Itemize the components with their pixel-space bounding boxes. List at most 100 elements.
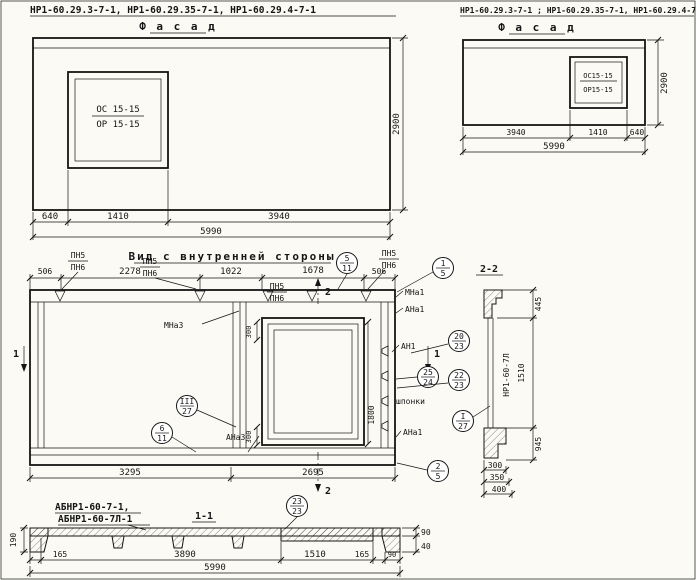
label-mna1: МНа1 (405, 288, 424, 297)
dimension-lines (33, 38, 404, 238)
s11-rib-2 (171, 535, 185, 549)
callout-den: 27 (182, 407, 192, 416)
dim-3940-r: 3940 (506, 128, 525, 137)
s11-dim-3890: 3890 (174, 550, 196, 560)
s22-dim-300: 300 (488, 461, 503, 470)
callout-2-5: 2 5 (396, 460, 449, 482)
window-mark-os-r: ОС15-15 (583, 72, 613, 80)
s11-rib-3 (231, 535, 245, 549)
callout-num: 25 (423, 368, 433, 377)
pn6-label: ПН6 (143, 269, 158, 278)
callout-1-5: 1 5 (396, 257, 454, 293)
label-ana3: АНа3 (226, 433, 245, 442)
inner-window-frame-1 (267, 323, 359, 440)
lifting-loop-marks (54, 290, 372, 302)
window-mark-os: ОС 15-15 (96, 105, 139, 115)
callout-num: III (180, 397, 195, 406)
pn-callout-3: ПН5 ПН6 (267, 282, 287, 303)
window-mark-or: ОР 15-15 (96, 120, 139, 130)
callout-6-11: 6 11 (151, 422, 197, 453)
ana1-leader (395, 307, 404, 314)
s11-dim-total: 5990 (204, 563, 226, 573)
dimension-ticks-r (459, 36, 662, 156)
callout-den: 5 (436, 472, 441, 481)
callout-den: 23 (454, 342, 464, 351)
inner-window-frame-2 (273, 329, 353, 434)
inner-panel (29, 289, 396, 466)
facade-right-title: Ф а с а д (498, 21, 576, 34)
cut-1-label: 1 (434, 349, 440, 360)
dim-total-5990-r: 5990 (543, 142, 565, 152)
pn5-label: ПН5 (382, 249, 397, 258)
pn-callout-2: ПН5 ПН6 (140, 257, 197, 290)
callout-num: 20 (454, 332, 464, 341)
callout-25-24: 25 24 (395, 366, 439, 388)
extension-lines-r (462, 39, 664, 155)
dim-445: 445 (534, 297, 543, 312)
s22-dim-ticks (529, 286, 537, 464)
s11-dim-165-r: 165 (355, 550, 370, 559)
s11-dim-1510: 1510 (304, 550, 326, 560)
dim-1410-r: 1410 (588, 128, 607, 137)
extension-lines (32, 37, 408, 240)
facade-right: НР1-60.29.3-7-1 ; НР1-60.29.35-7-1, НР1-… (459, 6, 696, 156)
dim-300-bottom: 300 (245, 431, 253, 444)
label-ana1-2: АНа1 (403, 428, 422, 437)
label-ana1: АНа1 (405, 305, 424, 314)
facade-left-title: Ф а с а д (139, 20, 217, 33)
s22-dim-400: 400 (492, 485, 507, 494)
top-dim-506-l: 506 (38, 267, 53, 276)
callout-den: 11 (157, 434, 167, 443)
s11-left-block (29, 527, 49, 553)
section-2-2: 2-2 НР1-60-7Л I 27 445 1510 945 300 350 … (452, 264, 543, 498)
s22-bottom-dim-lines (484, 469, 512, 495)
pn-callout-1: ПН5 ПН6 (61, 251, 88, 290)
callout-num: 1 (441, 259, 446, 268)
callout-num: I (461, 412, 466, 421)
s11-dim-90-seg: 90 (388, 551, 396, 559)
callout-num: 5 (345, 254, 350, 263)
dim-640-r: 640 (630, 128, 645, 137)
inner-panel-edges (30, 301, 395, 456)
callout-den: 11 (342, 264, 352, 273)
callout-num: 22 (454, 371, 464, 380)
window-dim-ticks (253, 318, 372, 449)
dim-1800: 1800 (367, 405, 376, 424)
window-dim-lines (256, 322, 369, 445)
s11-dim-ticks (20, 524, 420, 577)
cut-1-label: 1 (13, 349, 19, 360)
section-11-title: 1-1 (195, 511, 213, 522)
facade-left-panel (32, 37, 391, 211)
callout-den: 27 (458, 422, 468, 431)
s11-dim-40-r: 40 (421, 542, 431, 551)
an1-leader (391, 344, 400, 353)
pn6-label: ПН6 (382, 261, 397, 270)
s11-dim-165-l: 165 (53, 550, 68, 559)
header-right-models: НР1-60.29.3-7-1 ; НР1-60.29.35-7-1, НР1-… (460, 6, 696, 15)
cut-mark-2-top: 2 (315, 278, 331, 304)
dim-1410: 1410 (107, 212, 129, 222)
facade-left-window-frame (74, 78, 162, 162)
pn5-label: ПН5 (143, 257, 158, 266)
top-dim-1022: 1022 (220, 267, 242, 277)
top-dim-1678: 1678 (302, 266, 324, 276)
callout-23-23: 23 23 (284, 495, 308, 530)
mna1-leader (395, 290, 404, 298)
top-dim-ticks (26, 274, 399, 282)
dim-1510-v: 1510 (517, 363, 526, 382)
s22-extension-lines (497, 289, 537, 461)
ana3-leader (247, 435, 260, 453)
mna3-leader (201, 310, 240, 325)
section-22-title: 2-2 (480, 264, 498, 275)
top-dim-2278: 2278 (119, 267, 141, 277)
s11-right-block (381, 527, 401, 553)
inner-view-title: Вид с внутренней стороны (129, 250, 336, 263)
pn5-label: ПН5 (71, 251, 86, 260)
inner-window (261, 317, 365, 446)
dim-3940: 3940 (268, 212, 290, 222)
s11-dim-90-r: 90 (421, 528, 431, 537)
cut-2-label: 2 (325, 287, 331, 298)
s22-bottom-profile (483, 427, 507, 459)
pn6-label: ПН6 (71, 263, 86, 272)
s22-dim-350: 350 (490, 473, 505, 482)
